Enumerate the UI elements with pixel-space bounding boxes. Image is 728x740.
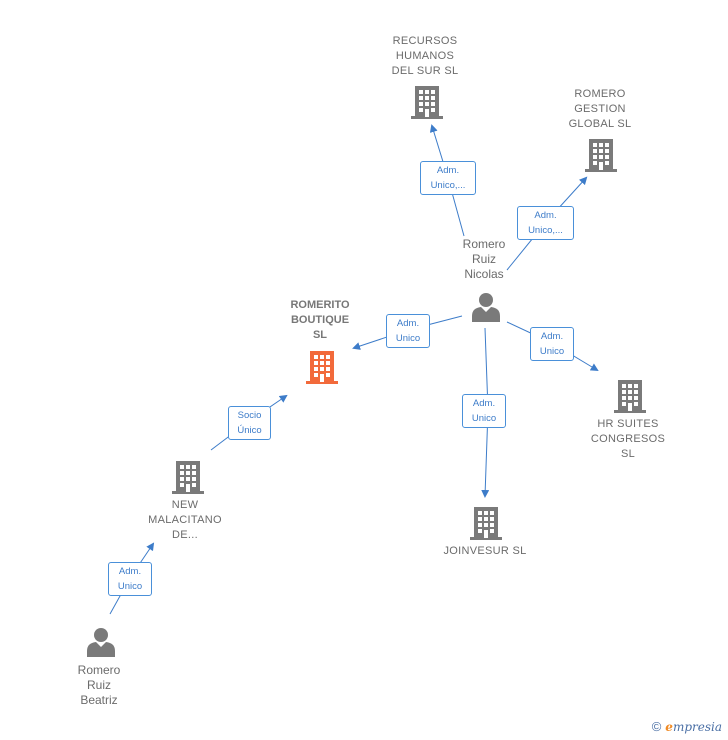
node-label-romerito-boutique[interactable]: ROMERITO BOUTIQUE SL	[290, 299, 350, 341]
person-icon[interactable]	[471, 292, 501, 322]
edge-label-adm-unico[interactable]: Adm. Unico,...	[517, 206, 574, 240]
node-label-joinvesur[interactable]: JOINVESUR SL	[443, 545, 527, 557]
edge-label-adm-unico[interactable]: Adm. Unico	[462, 394, 506, 428]
building-icon[interactable]	[585, 137, 617, 173]
edge-label-adm-unico[interactable]: Adm. Unico	[530, 327, 574, 361]
node-label-romero-gestion[interactable]: ROMERO GESTION GLOBAL SL	[568, 88, 632, 130]
edge-label-adm-unico[interactable]: Adm. Unico	[386, 314, 430, 348]
node-label-romero-ruiz-beatriz[interactable]: Romero Ruiz Beatriz	[77, 663, 121, 707]
building-icon[interactable]	[411, 84, 443, 120]
node-label-hr-suites[interactable]: HR SUITES CONGRESOS SL	[590, 418, 666, 460]
copyright-symbol: ©	[651, 719, 662, 734]
building-icon[interactable]	[306, 349, 338, 385]
edge-label-adm-unico[interactable]: Adm. Unico,...	[420, 161, 476, 195]
empresia-logo[interactable]: empresia	[665, 719, 722, 734]
building-icon[interactable]	[172, 459, 204, 495]
edge-label-adm-unico[interactable]: Adm. Unico	[108, 562, 152, 596]
node-label-recursos-humanos[interactable]: RECURSOS HUMANOS DEL SUR SL	[391, 35, 459, 77]
edge-label-socio-unico[interactable]: Socio Único	[228, 406, 271, 440]
footer-branding: © empresia	[652, 719, 722, 734]
building-icon[interactable]	[470, 505, 502, 541]
person-icon[interactable]	[86, 627, 116, 657]
node-label-romero-ruiz-nicolas[interactable]: Romero Ruiz Nicolas	[462, 237, 506, 281]
building-icon[interactable]	[614, 378, 646, 414]
node-label-new-malacitano[interactable]: NEW MALACITANO DE...	[148, 499, 222, 541]
